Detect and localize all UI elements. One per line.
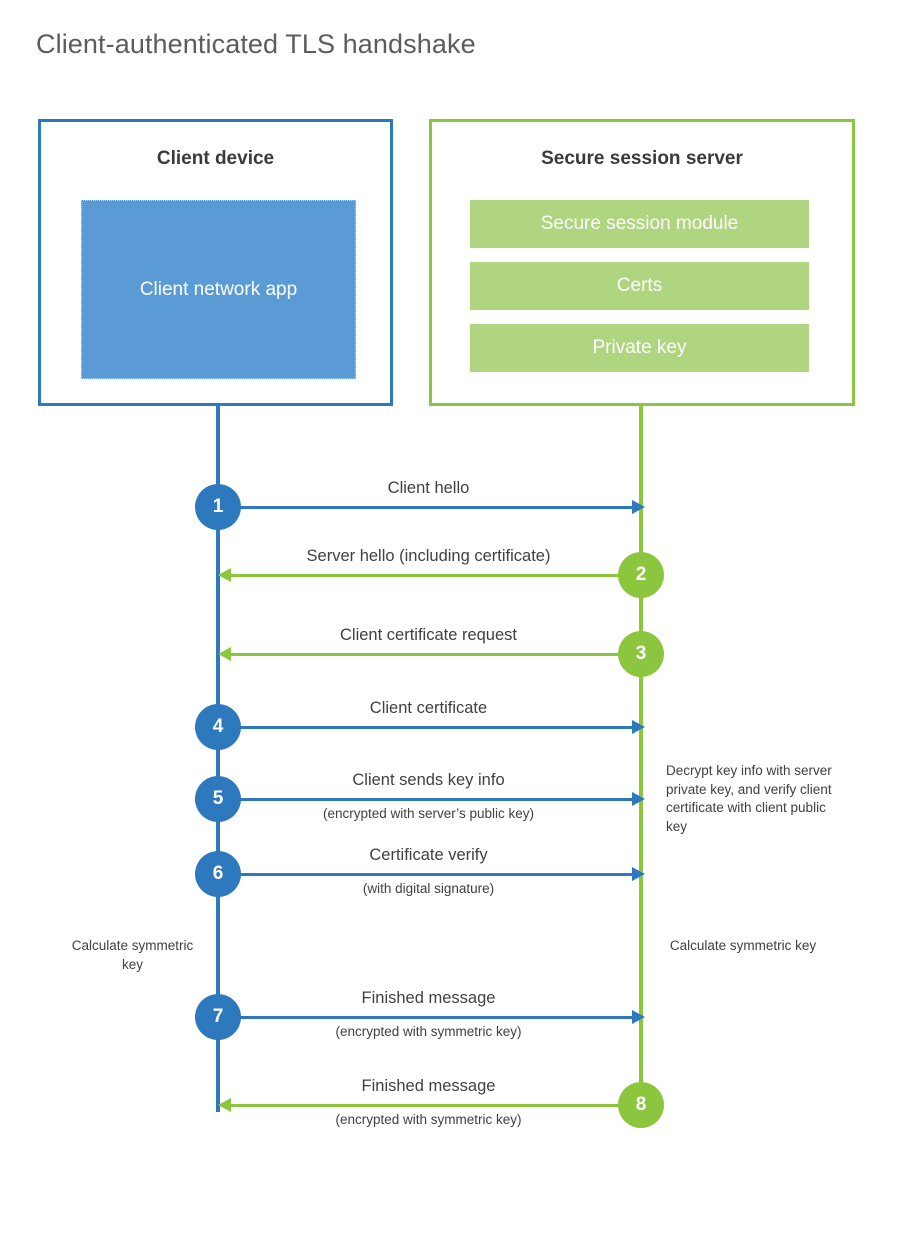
client-network-app-label: Client network app: [139, 278, 298, 300]
step-circle-7[interactable]: 7: [195, 994, 241, 1040]
step-circle-8[interactable]: 8: [618, 1082, 664, 1128]
step-number: 2: [635, 564, 647, 585]
message-label: Finished message: [361, 1077, 496, 1095]
message-arrow-line: [218, 1016, 632, 1019]
arrow-head-left-icon: [218, 1098, 231, 1112]
step-number: 8: [635, 1094, 647, 1115]
message-arrow-line: [218, 506, 632, 509]
step-number: 7: [212, 1006, 224, 1027]
message-arrow-line: [218, 726, 632, 729]
arrow-head-left-icon: [218, 647, 231, 661]
arrow-head-right-icon: [632, 500, 645, 514]
step-circle-6[interactable]: 6: [195, 851, 241, 897]
server-component-secure-session-module: Secure session module: [470, 200, 809, 248]
step-circle-2[interactable]: 2: [618, 552, 664, 598]
secure-session-server-box: Secure session server Secure session mod…: [429, 119, 855, 406]
message-label: Client sends key info: [352, 771, 505, 789]
message-label: Finished message: [361, 989, 496, 1007]
message-sublabel: (encrypted with server’s public key): [322, 806, 535, 821]
message-sublabel: (encrypted with symmetric key): [335, 1112, 522, 1127]
note-calculate-symmetric-key-client: Calculate symmetric key: [71, 938, 194, 972]
client-device-title: Client device: [156, 148, 275, 169]
message-sublabel: (encrypted with symmetric key): [335, 1024, 522, 1039]
client-device-box: Client device Client network app: [38, 119, 393, 406]
step-number: 1: [212, 496, 224, 517]
note-calculate-symmetric-key-server: Calculate symmetric key: [669, 938, 817, 953]
arrow-head-right-icon: [632, 792, 645, 806]
server-component-label: Secure session module: [540, 213, 739, 234]
message-label: Certificate verify: [369, 846, 488, 864]
step-circle-4[interactable]: 4: [195, 704, 241, 750]
step-circle-1[interactable]: 1: [195, 484, 241, 530]
step-number: 5: [212, 788, 224, 809]
secure-session-server-title: Secure session server: [541, 148, 743, 169]
arrow-head-right-icon: [632, 1010, 645, 1024]
step-number: 6: [212, 863, 224, 884]
client-lifeline: [216, 406, 220, 1112]
message-label: Client hello: [387, 479, 470, 497]
server-component-label: Certs: [616, 275, 663, 296]
server-component-private-key: Private key: [470, 324, 809, 372]
message-arrow-line: [231, 653, 641, 656]
arrow-head-right-icon: [632, 867, 645, 881]
client-network-app-block: Client network app: [81, 200, 356, 379]
note-decrypt-key-info: Decrypt key info with server private key…: [666, 763, 832, 834]
page-title: Client-authenticated TLS handshake: [36, 29, 476, 59]
message-sublabel: (with digital signature): [362, 881, 495, 896]
server-component-label: Private key: [592, 337, 687, 358]
message-label: Client certificate: [369, 699, 488, 717]
message-arrow-line: [218, 873, 632, 876]
step-number: 4: [212, 716, 224, 737]
message-arrow-line: [218, 798, 632, 801]
server-lifeline: [639, 406, 643, 1106]
arrow-head-right-icon: [632, 720, 645, 734]
message-label: Client certificate request: [340, 626, 517, 644]
message-label: Server hello (including certificate): [306, 547, 551, 565]
step-circle-3[interactable]: 3: [618, 631, 664, 677]
server-component-certs: Certs: [470, 262, 809, 310]
message-arrow-line: [231, 574, 641, 577]
message-arrow-line: [231, 1104, 641, 1107]
step-circle-5[interactable]: 5: [195, 776, 241, 822]
arrow-head-left-icon: [218, 568, 231, 582]
step-number: 3: [635, 643, 647, 664]
